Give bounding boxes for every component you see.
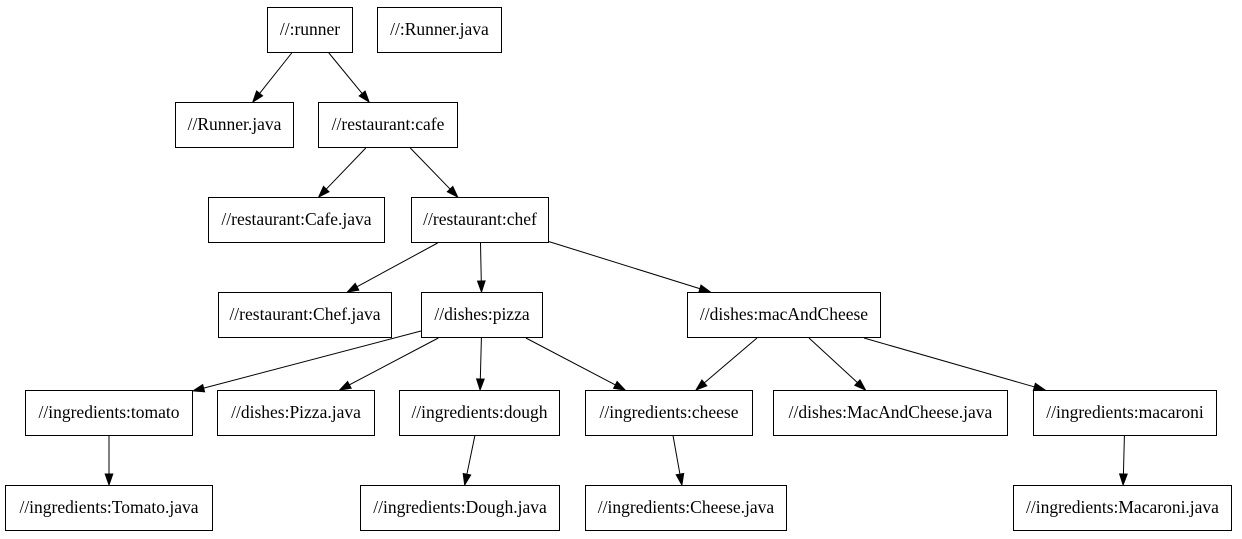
graph-node-label: //Runner.java [187,114,282,135]
graph-node-runner: //:runner [267,7,353,53]
graph-node-chef-java: //restaurant:Chef.java [218,292,392,338]
graph-node-macaroni-java: //ingredients:Macaroni.java [1013,485,1232,531]
edge-arrowhead-icon [346,282,360,293]
edge-arrowhead-icon [694,379,708,391]
graph-node-chef: //restaurant:chef [411,197,549,243]
graph-node-label: //restaurant:cafe [331,114,445,135]
graph-node-cafe-java: //restaurant:Cafe.java [208,197,385,243]
edge-arrowhead-icon [675,472,685,487]
edge-line [703,337,758,384]
graph-node-label: //ingredients:Macaroni.java [1026,497,1219,518]
graph-node-tomato: //ingredients:tomato [25,390,193,436]
edge-line [480,242,482,283]
graph-node-label: //dishes:pizza [434,304,530,325]
graph-node-label: //ingredients:Dough.java [373,497,547,518]
graph-node-runner-java-root: //:Runner.java [377,7,502,53]
edge-arrowhead-icon [317,185,330,199]
edge-line [355,242,438,288]
graph-edge-runner-to-runner-java [251,52,293,104]
graph-edge-pizza-to-dough [475,337,485,392]
edge-line [466,435,476,476]
graph-node-label: //restaurant:Cafe.java [221,209,372,230]
graph-edge-dough-to-dough-java [462,435,476,487]
edge-arrowhead-icon [476,280,486,294]
graph-node-pizza-java: //dishes:Pizza.java [217,390,375,436]
graph-node-pizza: //dishes:pizza [421,292,543,338]
edge-arrowhead-icon [853,378,867,392]
graph-edge-cheese-to-cheese-java [672,435,685,487]
graph-node-tomato-java: //ingredients:Tomato.java [5,485,213,531]
edge-line [328,52,364,95]
edge-line [479,337,482,381]
graph-edge-runner-to-cafe [328,52,371,104]
edge-arrowhead-icon [104,473,114,487]
graph-node-label: //restaurant:Chef.java [229,304,381,325]
edge-line [808,337,859,384]
graph-edge-mac-and-cheese-to-cheese [694,337,758,391]
graph-node-label: //:runner [279,19,341,40]
edge-line [525,337,617,386]
graph-edge-macaroni-to-macaroni-java [1118,435,1128,487]
edge-line [863,337,1036,388]
graph-node-label: //ingredients:Tomato.java [19,497,199,518]
graph-edge-chef-to-pizza [476,242,486,294]
graph-edge-pizza-to-pizza-java [338,337,439,391]
edge-arrowhead-icon [358,90,371,104]
graph-node-label: //ingredients:macaroni [1046,402,1204,423]
edge-arrowhead-icon [338,380,352,391]
graph-edge-pizza-to-cheese [525,337,627,391]
graph-edge-cafe-to-chef [409,147,459,199]
graph-edge-tomato-to-tomato-java [104,436,114,487]
edge-line [348,337,439,386]
graph-node-mac-and-cheese-java: //dishes:MacAndCheese.java [773,390,1008,436]
edge-line [202,330,422,389]
graph-node-label: //ingredients:dough [411,402,548,423]
graph-node-label: //dishes:macAndCheese [699,304,869,325]
graph-edge-pizza-to-tomato [191,330,422,393]
graph-node-cheese: //ingredients:cheese [585,390,753,436]
graph-edge-cafe-to-cafe-java [317,147,367,199]
graph-node-label: //:Runner.java [390,19,489,40]
edge-line [325,147,367,191]
graph-node-label: //dishes:Pizza.java [231,402,361,423]
graph-node-cheese-java: //ingredients:Cheese.java [585,485,787,531]
graph-edge-mac-and-cheese-to-mac-and-cheese-java [808,337,867,392]
graph-node-cafe: //restaurant:cafe [318,102,458,148]
edge-arrowhead-icon [251,90,264,104]
graph-node-label: //ingredients:Cheese.java [597,497,775,518]
graph-node-label: //dishes:MacAndCheese.java [788,402,993,423]
graph-node-mac-and-cheese: //dishes:macAndCheese [687,292,881,338]
edge-line [672,435,681,476]
edge-line [1122,435,1125,476]
graph-node-runner-java: //Runner.java [175,102,294,148]
graph-node-label: //ingredients:tomato [38,402,180,423]
graph-node-dough-java: //ingredients:Dough.java [360,485,560,531]
graph-node-macaroni: //ingredients:macaroni [1033,390,1217,436]
edge-arrowhead-icon [462,472,472,487]
edge-arrowhead-icon [446,185,459,199]
graph-edge-chef-to-chef-java [346,242,438,293]
edge-arrowhead-icon [475,378,485,392]
edge-line [548,241,702,290]
edge-arrowhead-icon [612,380,627,391]
edge-line [258,52,293,95]
edge-line [409,147,452,191]
graph-node-label: //ingredients:cheese [599,402,739,423]
graph-node-dough: //ingredients:dough [399,390,560,436]
edge-arrowhead-icon [1118,473,1128,487]
graph-node-label: //restaurant:chef [423,209,537,230]
edge-arrowhead-icon [191,383,206,393]
